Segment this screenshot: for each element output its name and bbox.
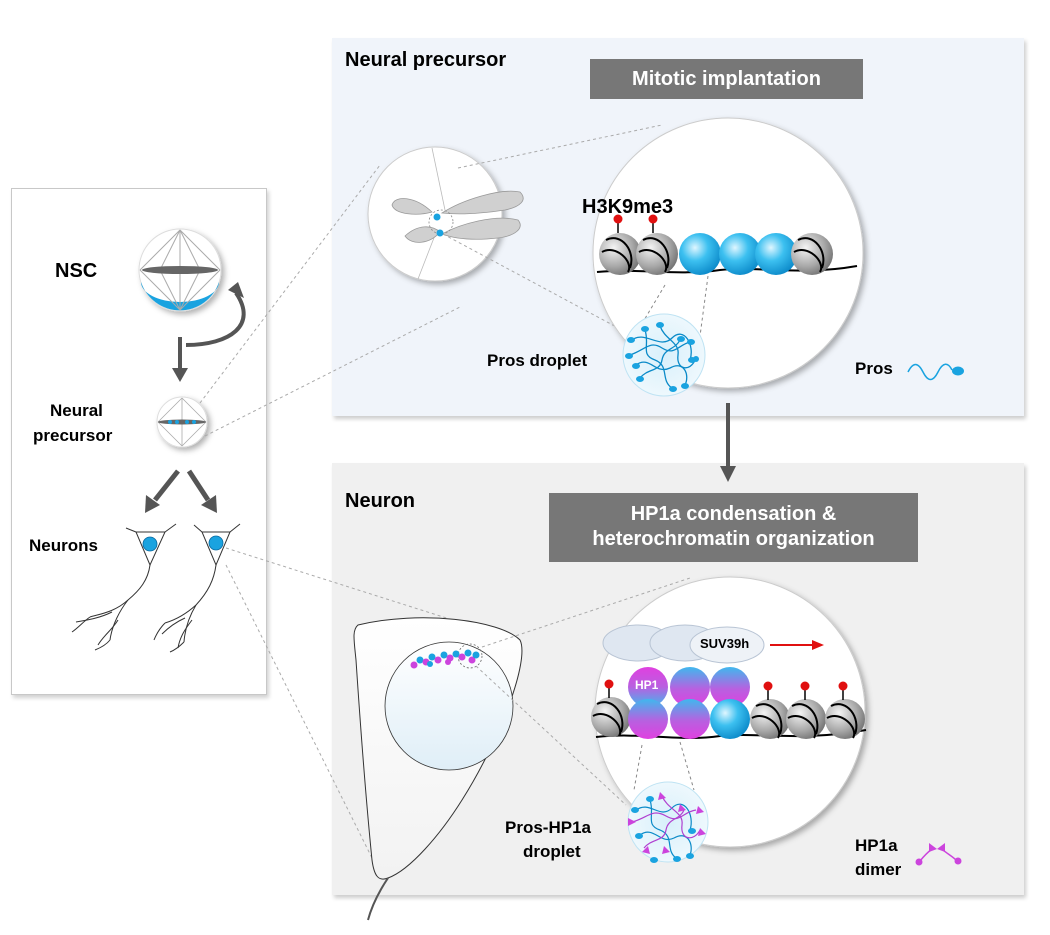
neuron-cell-body: [353, 617, 523, 921]
hp1a-banner-line1: HP1a condensation &: [630, 503, 837, 525]
neuron-right-nucleus: [208, 535, 224, 551]
suv39h-label: SUV39h: [700, 636, 750, 651]
zoom-lines-top: [442, 124, 663, 346]
pros-hp1a-droplet-label-line2: droplet: [523, 842, 581, 861]
nsc-label: NSC: [55, 260, 98, 282]
chromosome-zoom-circle: [367, 146, 524, 282]
hp1a-condensation-banner: HP1a condensation & heterochromatin orga…: [549, 493, 918, 562]
self-renewal-arrow: [185, 291, 246, 347]
neuron-left-nucleus: [142, 536, 158, 552]
pros-hp1a-droplet: [627, 781, 709, 863]
neuron-left-icon: [71, 523, 177, 651]
top-panel-title: Neural precursor: [345, 49, 507, 71]
neural-precursor-label-line2: precursor: [33, 426, 113, 445]
neural-precursor-cell-icon: [156, 396, 208, 448]
pros-legend-label: Pros: [855, 359, 893, 378]
hp1a-dimer-label-line1: HP1a: [855, 836, 898, 855]
hp1-label: HP1: [635, 678, 659, 692]
mitotic-implantation-banner: Mitotic implantation: [590, 59, 863, 99]
pros-droplet-label: Pros droplet: [487, 351, 588, 370]
np-to-neuron-right-arrow: [186, 469, 211, 502]
neurons-label: Neurons: [29, 536, 98, 555]
pros-legend-icon: [907, 363, 964, 381]
np-to-neuron-transition-arrowhead: [720, 466, 736, 482]
self-renewal-arrowhead: [228, 282, 244, 298]
pros-droplet: [622, 313, 706, 397]
chromatin-zoom-circle-bottom: [591, 576, 867, 848]
hp1a-dimer-legend-icon: [915, 843, 962, 866]
np-to-neuron-left-arrowhead: [145, 495, 160, 513]
hp1a-dimer-label-line2: dimer: [855, 860, 902, 879]
nsc-cell-icon: [138, 228, 222, 312]
np-to-neuron-right-arrowhead: [201, 495, 217, 513]
bottom-panel-title: Neuron: [345, 490, 415, 512]
nsc-to-np-arrowhead: [172, 368, 188, 382]
neural-precursor-label-line1: Neural: [50, 401, 103, 420]
zoom-lines-bottom: [475, 577, 691, 806]
neuron-right-icon: [153, 523, 241, 653]
pros-hp1a-droplet-label-line1: Pros-HP1a: [505, 818, 591, 837]
hp1a-banner-line2: heterochromatin organization: [592, 528, 875, 550]
np-to-neuron-left-arrow: [153, 469, 180, 502]
h3k9me3-label: H3K9me3: [582, 196, 674, 218]
